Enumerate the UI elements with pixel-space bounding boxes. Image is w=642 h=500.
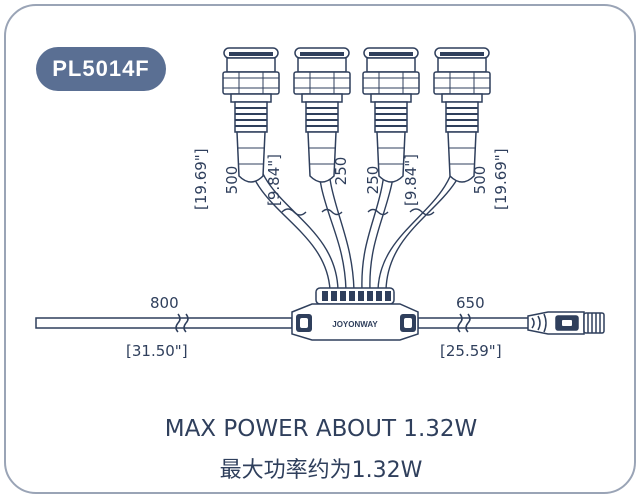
branch-4-length-mm: 500	[471, 165, 489, 195]
right-cable-length-inch: [25.59"]	[440, 342, 502, 360]
branch-1-length-mm: 500	[223, 165, 241, 195]
main-cable	[35, 313, 531, 333]
branch-break-marks	[281, 208, 435, 216]
branch-1-length-inch: [19.69"]	[192, 148, 210, 210]
model-badge: PL5014F	[36, 47, 166, 91]
branch-3-length-mm: 250	[364, 165, 382, 195]
branch-2-length-inch: [9.84"]	[265, 154, 283, 207]
left-cable-length-mm: 800	[150, 294, 179, 312]
splitter-hub: JOYONWAY	[291, 287, 419, 341]
branch-2-length-mm: 250	[332, 156, 350, 186]
right-cable-length-mm: 650	[456, 294, 485, 312]
left-cable-length-inch: [31.50"]	[126, 342, 188, 360]
caption-english: MAX POWER ABOUT 1.32W	[164, 416, 478, 442]
caption-chinese: 最大功率约为1.32W	[219, 458, 423, 483]
outer-frame	[4, 4, 636, 494]
right-connector	[527, 311, 605, 335]
hub-brand-label: JOYONWAY	[332, 320, 378, 329]
branch-3-length-inch: [9.84"]	[402, 154, 420, 207]
model-label: PL5014F	[52, 56, 150, 81]
branch-4-length-inch: [19.69"]	[492, 148, 510, 210]
